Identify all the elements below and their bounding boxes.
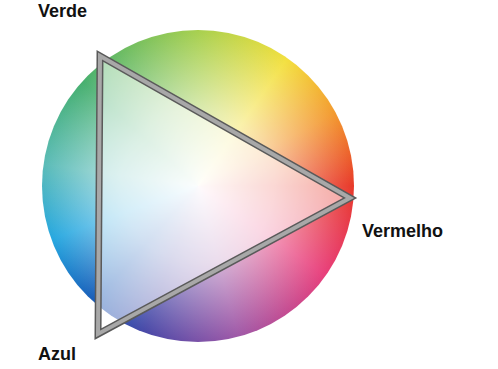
color-label: Verde [38,2,87,22]
triangle-outline [98,56,350,334]
color-label: Vermelho [362,222,443,242]
triangle-shadow [98,56,350,334]
color-label: Azul [38,345,76,365]
